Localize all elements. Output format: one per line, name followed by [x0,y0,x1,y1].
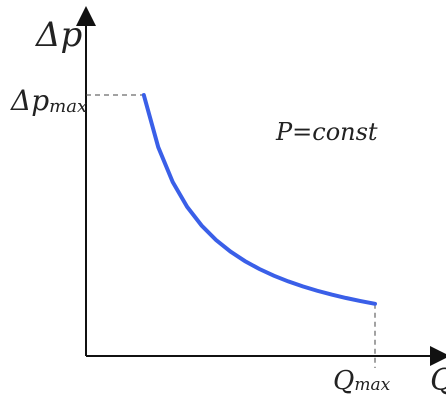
constant-power-annotation: P=const [275,118,378,146]
constant-power-curve [141,93,377,306]
x-axis-label: Q [430,363,446,396]
x-tick-max-flow: Qmax [333,366,391,396]
y-axis-label: Δp [34,15,82,55]
y-tick-max-pressure: Δpmax [10,84,87,117]
